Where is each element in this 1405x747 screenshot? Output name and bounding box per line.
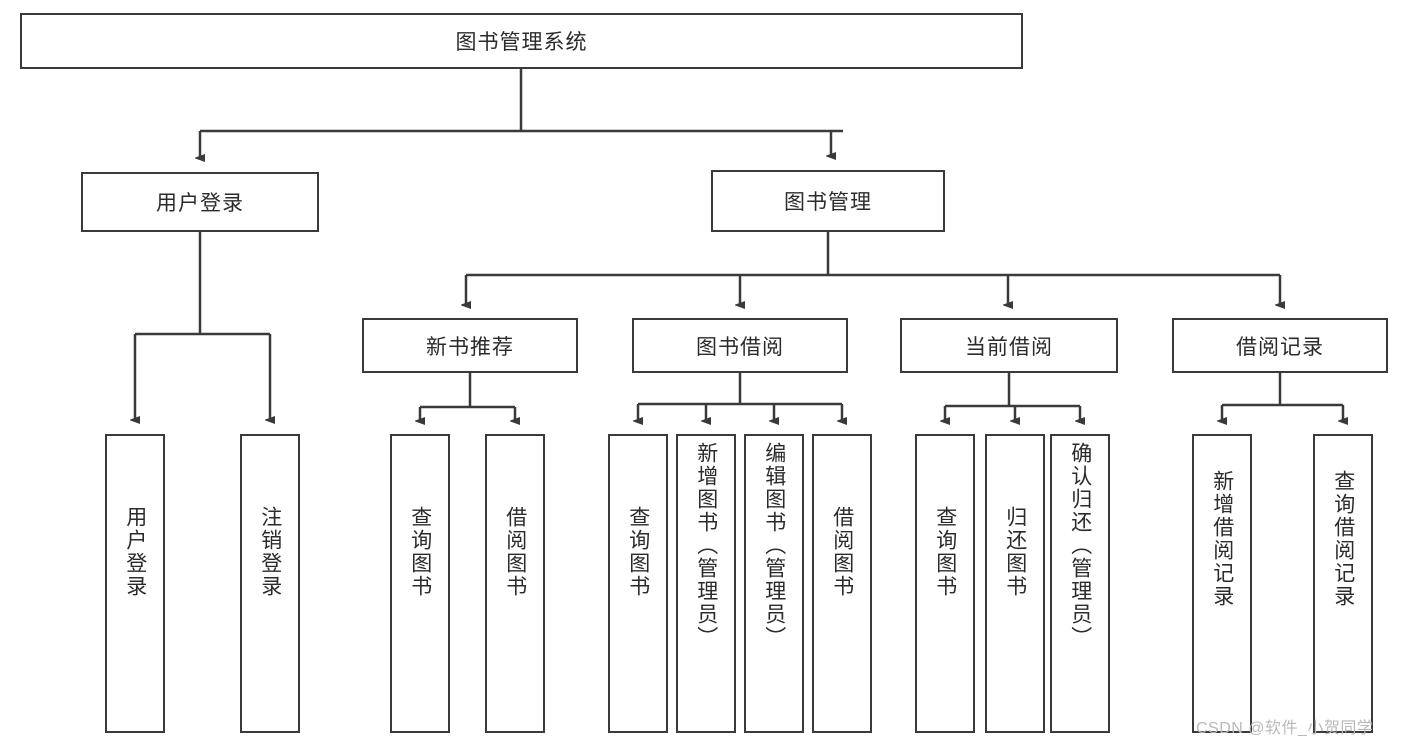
node-leaf-add-book[interactable]: 新增图书（管理员） [676, 434, 736, 733]
node-leaf-user-logout-label: 注销登录 [258, 506, 282, 598]
node-leaf-query-borrow-record[interactable]: 查询借阅记录 [1313, 434, 1373, 733]
node-root[interactable]: 图书管理系统 [20, 13, 1023, 69]
node-leaf-edit-book-label: 编辑图书（管理员） [762, 442, 786, 649]
node-leaf-borrow-book-label: 借阅图书 [830, 506, 854, 598]
node-leaf-query-book-borrow[interactable]: 查询图书 [608, 434, 668, 733]
node-current-borrow-label: 当前借阅 [965, 335, 1053, 359]
node-leaf-query-book-borrow-label: 查询图书 [626, 506, 650, 598]
node-user-login-label: 用户登录 [156, 192, 244, 215]
node-leaf-confirm-return-label: 确认归还（管理员） [1068, 442, 1092, 649]
node-leaf-borrow-book-recommend-label: 借阅图书 [503, 506, 527, 598]
node-leaf-return-book-label: 归还图书 [1003, 506, 1027, 598]
node-borrow-record[interactable]: 借阅记录 [1172, 318, 1388, 373]
node-leaf-add-book-label: 新增图书（管理员） [694, 442, 718, 649]
node-current-borrow[interactable]: 当前借阅 [900, 318, 1118, 373]
node-book-borrow-label: 图书借阅 [696, 335, 784, 359]
node-book-borrow[interactable]: 图书借阅 [632, 318, 848, 373]
node-leaf-add-borrow-record[interactable]: 新增借阅记录 [1192, 434, 1252, 733]
node-leaf-add-borrow-record-label: 新增借阅记录 [1210, 470, 1234, 608]
node-leaf-query-book-recommend[interactable]: 查询图书 [390, 434, 450, 733]
node-leaf-user-login[interactable]: 用户登录 [105, 434, 165, 733]
node-new-book-recommend-label: 新书推荐 [426, 335, 514, 359]
node-leaf-user-login-label: 用户登录 [123, 506, 147, 598]
node-leaf-query-book-current-label: 查询图书 [933, 506, 957, 598]
node-root-label: 图书管理系统 [455, 31, 588, 54]
node-leaf-user-logout[interactable]: 注销登录 [240, 434, 300, 733]
node-leaf-confirm-return[interactable]: 确认归还（管理员） [1050, 434, 1110, 733]
node-leaf-query-book-recommend-label: 查询图书 [408, 506, 432, 598]
node-user-login[interactable]: 用户登录 [81, 172, 319, 232]
node-leaf-query-book-current[interactable]: 查询图书 [915, 434, 975, 733]
node-book-manage[interactable]: 图书管理 [711, 170, 945, 232]
node-leaf-edit-book[interactable]: 编辑图书（管理员） [744, 434, 804, 733]
node-new-book-recommend[interactable]: 新书推荐 [362, 318, 578, 373]
node-borrow-record-label: 借阅记录 [1236, 335, 1324, 359]
node-leaf-borrow-book[interactable]: 借阅图书 [812, 434, 872, 733]
node-book-manage-label: 图书管理 [784, 191, 872, 214]
node-leaf-query-borrow-record-label: 查询借阅记录 [1331, 470, 1355, 608]
node-leaf-borrow-book-recommend[interactable]: 借阅图书 [485, 434, 545, 733]
node-leaf-return-book[interactable]: 归还图书 [985, 434, 1045, 733]
csdn-watermark: CSDN @软件_小贺同学 [1196, 720, 1374, 737]
